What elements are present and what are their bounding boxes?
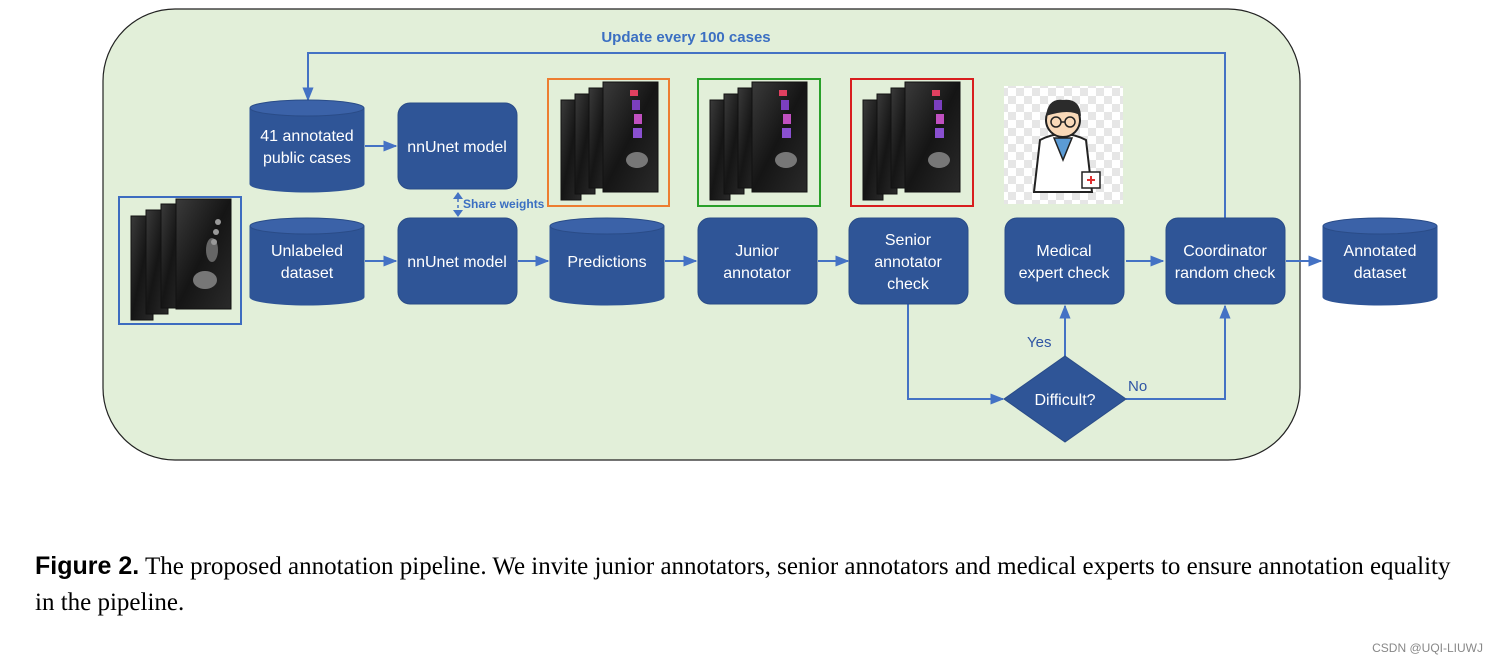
senior-label-1: Senior bbox=[885, 232, 932, 249]
cylinder-public-cases: 41 annotated public cases bbox=[249, 99, 365, 193]
box-nnunet-top: nnUnet model bbox=[397, 102, 518, 190]
annotated-label-1: Annotated bbox=[1344, 243, 1417, 260]
coordinator-label-1: Coordinator bbox=[1183, 243, 1267, 260]
share-weights-label: Share weights bbox=[463, 197, 545, 211]
doctor-icon bbox=[1004, 86, 1123, 204]
senior-frame bbox=[850, 78, 974, 207]
cylinder-unlabeled: Unlabeled dataset bbox=[249, 217, 365, 306]
edge-difficult-no bbox=[1126, 304, 1231, 400]
junior-label-2: annotator bbox=[723, 265, 791, 282]
box-nnunet-bottom: nnUnet model bbox=[397, 217, 518, 305]
unlabeled-label-1: Unlabeled bbox=[271, 243, 343, 260]
junior-frame bbox=[697, 78, 821, 207]
feedback-loop-arrow bbox=[302, 52, 1226, 218]
no-label: No bbox=[1128, 378, 1147, 395]
figure-caption-text: The proposed annotation pipeline. We inv… bbox=[35, 553, 1451, 616]
yes-label: Yes bbox=[1027, 334, 1051, 351]
input-frame bbox=[118, 196, 242, 325]
coordinator-label-2: random check bbox=[1175, 265, 1276, 282]
feedback-label: Update every 100 cases bbox=[601, 29, 770, 46]
unlabeled-label-2: dataset bbox=[281, 265, 334, 282]
ct-slice-stack-icon bbox=[862, 81, 961, 201]
annotated-label-2: dataset bbox=[1354, 265, 1407, 282]
figure-caption: Figure 2. The proposed annotation pipeli… bbox=[35, 548, 1465, 621]
box-senior-annotator-check: Senior annotator check bbox=[848, 217, 969, 305]
predictions-frame bbox=[547, 78, 670, 207]
junior-label-1: Junior bbox=[735, 243, 779, 260]
medical-label-2: expert check bbox=[1019, 265, 1111, 282]
public-cases-label-2: public cases bbox=[263, 150, 351, 167]
box-junior-annotator: Junior annotator bbox=[697, 217, 818, 305]
senior-label-3: check bbox=[887, 276, 930, 293]
figure-label: Figure 2. bbox=[35, 552, 140, 580]
ct-slice-stack-icon bbox=[709, 81, 808, 201]
box-coordinator-random-check: Coordinator random check bbox=[1165, 217, 1286, 305]
cylinder-predictions: Predictions bbox=[549, 217, 665, 306]
medical-label-1: Medical bbox=[1036, 243, 1091, 260]
edge-senior-to-difficult bbox=[907, 304, 1005, 405]
difficult-label: Difficult? bbox=[1034, 392, 1095, 409]
cylinder-annotated: Annotated dataset bbox=[1322, 217, 1438, 306]
edges bbox=[365, 140, 1323, 405]
predictions-label: Predictions bbox=[567, 254, 646, 271]
pipeline-diagram: Update every 100 cases Share weights Yes… bbox=[102, 8, 1438, 461]
watermark: CSDN @UQI-LIUWJ bbox=[1372, 641, 1483, 655]
senior-label-2: annotator bbox=[874, 254, 942, 271]
public-cases-label-1: 41 annotated bbox=[260, 128, 353, 145]
decision-difficult: Difficult? bbox=[1003, 355, 1127, 443]
nnunet-top-label: nnUnet model bbox=[407, 139, 507, 156]
nnunet-bottom-label: nnUnet model bbox=[407, 254, 507, 271]
ct-slice-stack-icon bbox=[130, 198, 232, 321]
ct-slice-stack-icon bbox=[560, 81, 659, 201]
box-medical-expert-check: Medical expert check bbox=[1004, 217, 1125, 305]
